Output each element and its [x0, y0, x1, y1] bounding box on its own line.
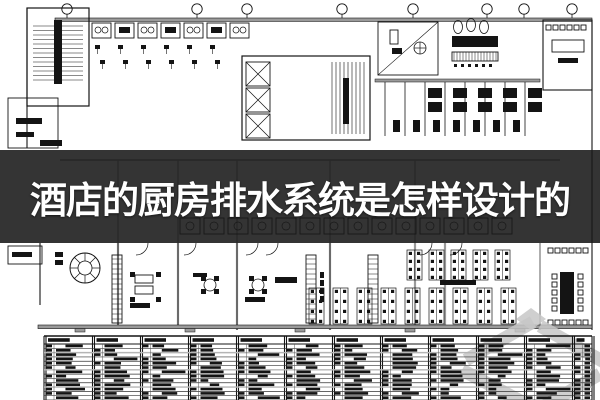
banner-overlay	[0, 150, 600, 243]
banner-title: 酒店的厨房排水系统是怎样设计的	[30, 178, 571, 222]
title-banner: 酒店的厨房排水系统是怎样设计的	[0, 150, 600, 243]
lower-floorplan	[7, 242, 593, 333]
schedule-table	[43, 335, 595, 400]
